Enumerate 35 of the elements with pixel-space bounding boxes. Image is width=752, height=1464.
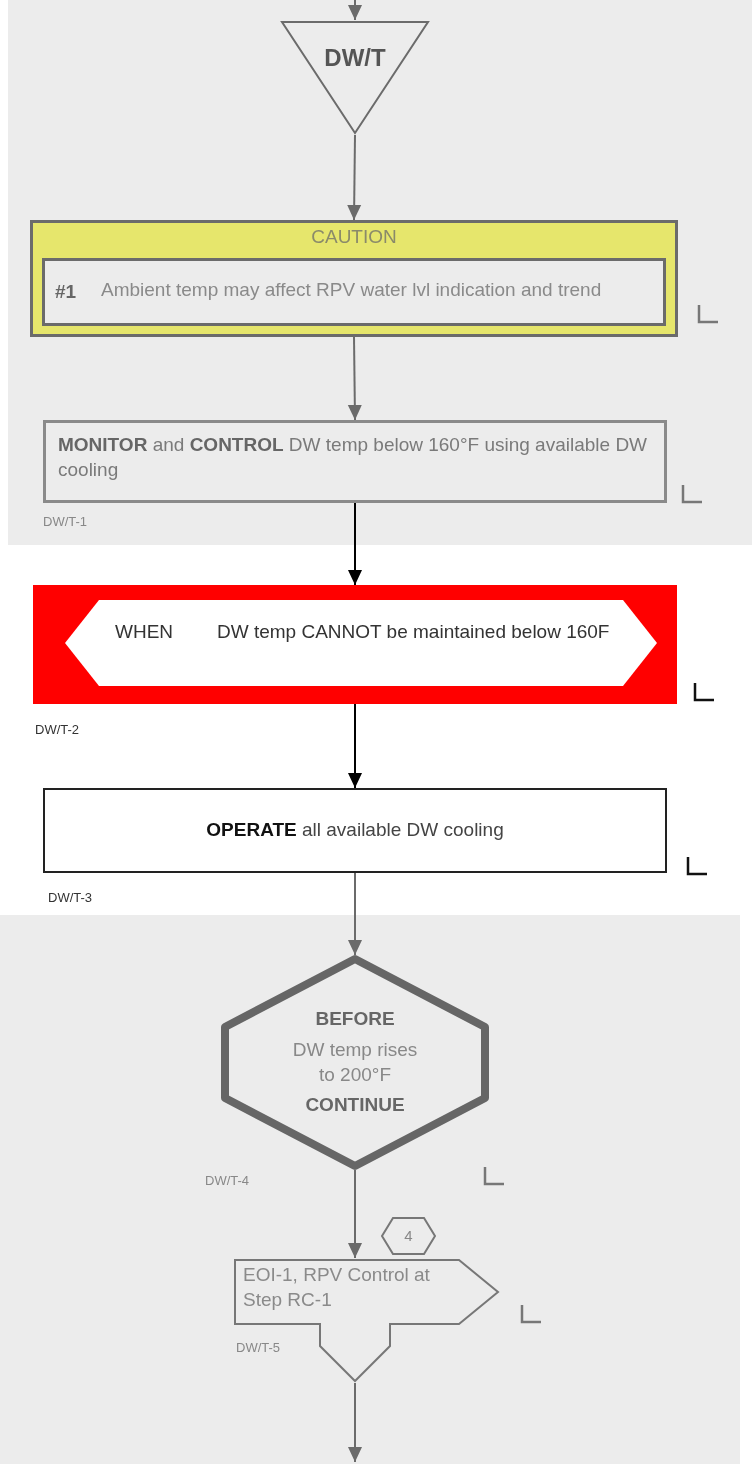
- step-number: DW/T-1: [43, 514, 88, 529]
- action-text: OPERATE all available DW cooling: [206, 818, 504, 843]
- caution-heading: CAUTION: [310, 225, 398, 249]
- step-number: DW/T-4: [205, 1173, 250, 1188]
- entry-triangle: [280, 20, 430, 135]
- flow-arrow: [348, 1169, 362, 1259]
- transfer-pentagon: [233, 1258, 501, 1383]
- transfer-text: EOI-1, RPV Control at Step RC-1: [243, 1263, 431, 1312]
- hexagon-text: BEFORE: [315, 1007, 395, 1032]
- condition-text: WHEN: [115, 620, 175, 644]
- note-text: Ambient temp may affect RPV water lvl indication and trend: [101, 277, 602, 302]
- caution-box: [30, 220, 678, 337]
- entry-label: DW/T: [323, 43, 387, 73]
- action-box: [43, 420, 667, 503]
- note-box: [42, 258, 666, 326]
- flow-arrow: [348, 0, 362, 21]
- flow-arrow: [348, 1382, 362, 1463]
- flow-arrow: [348, 502, 362, 586]
- action-box: [43, 788, 667, 873]
- flow-arrow: [348, 872, 362, 956]
- hexagon-text: CONTINUE: [305, 1093, 405, 1118]
- decision-hexagon: [221, 955, 489, 1170]
- reference-hexagon: [380, 1216, 437, 1256]
- note-number: #1: [55, 279, 78, 304]
- reference-number: 4: [404, 1226, 413, 1246]
- step-number: DW/T-2: [35, 722, 80, 737]
- step-number: DW/T-3: [48, 890, 93, 905]
- flow-arrow: [348, 703, 362, 789]
- condition-text: DW temp CANNOT be maintained below 160F: [217, 620, 611, 644]
- action-text: MONITOR and CONTROL DW temp below 160°F using available DW cooling: [58, 433, 649, 482]
- flow-arrow: [347, 134, 362, 221]
- hexagon-text: DW temp rises to 200°F: [291, 1037, 419, 1087]
- flow-arrow: [347, 336, 362, 421]
- step-number: DW/T-5: [236, 1340, 281, 1355]
- condition-banner: [33, 585, 677, 704]
